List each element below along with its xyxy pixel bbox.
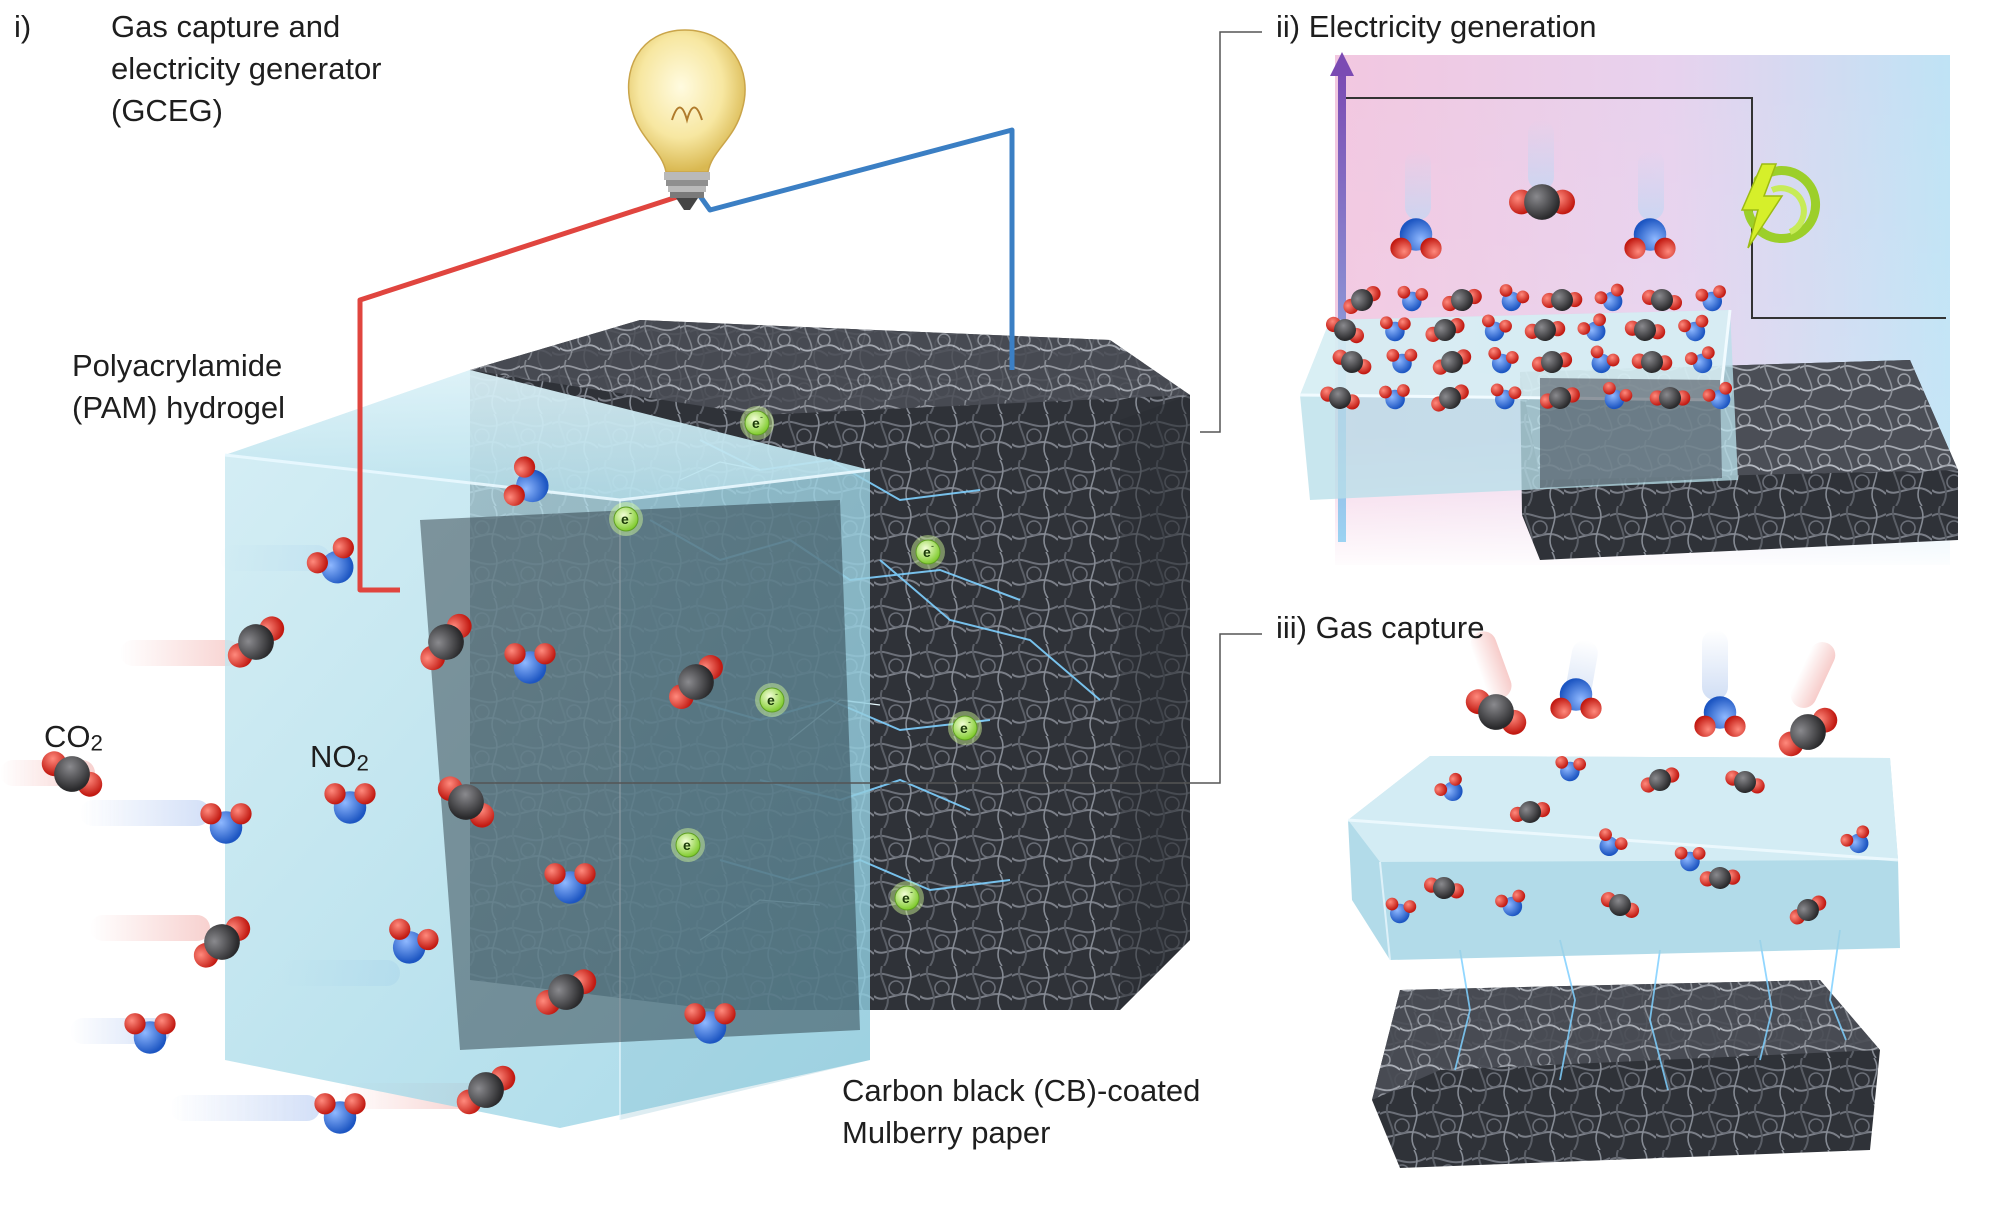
electron-icon: e-: [609, 502, 643, 536]
leader-line-iii: [470, 633, 1262, 784]
electron-charge: -: [760, 412, 763, 422]
electron-symbol: e: [752, 415, 760, 431]
no2-subscript: 2: [356, 750, 369, 776]
panel-iii-title: iii) Gas capture: [1276, 610, 1485, 645]
electron-charge: -: [775, 689, 778, 699]
electron-symbol: e: [621, 511, 629, 527]
panel-i-title-line: (GCEG): [111, 93, 223, 128]
panel-ii-illustration: [1299, 52, 1958, 565]
electrons: e-e-e-e-e-e-e-: [609, 406, 982, 915]
negative-wire: [697, 127, 1015, 370]
up-arrow-icon: [1330, 52, 1354, 76]
no2-text: NO: [310, 739, 357, 774]
panel-iii-illustration: [1347, 630, 1900, 1168]
hydrogel-block: [224, 370, 871, 1128]
electron-charge: -: [968, 717, 971, 727]
carbon-paper-label: Carbon black (CB)-coated Mulberry paper: [842, 1070, 1200, 1154]
panel-i-title-line: Gas capture and: [111, 9, 341, 44]
electron-symbol: e: [923, 544, 931, 560]
carbon-paper-label-line: Carbon black (CB)-coated: [842, 1073, 1201, 1108]
electron-charge: -: [910, 887, 913, 897]
light-bulb-icon: [627, 29, 746, 210]
electron-charge: -: [931, 541, 934, 551]
carbon-paper-label-line: Mulberry paper: [842, 1115, 1051, 1150]
lightning-icon: [1740, 163, 1821, 249]
hydrogel-label-line: (PAM) hydrogel: [72, 390, 286, 425]
co2-text: CO: [44, 719, 91, 754]
panel-i-label: i): [14, 9, 32, 44]
circuit-wires: [357, 127, 1015, 593]
electron-symbol: e: [683, 837, 691, 853]
positive-wire: [357, 193, 681, 593]
electron-icon: e-: [671, 828, 705, 862]
electron-charge: -: [629, 508, 632, 518]
panel-i-title-line: electricity generator: [111, 51, 382, 86]
electron-symbol: e: [767, 692, 775, 708]
electron-icon: e-: [755, 683, 789, 717]
panel-i-illustration: e-e-e-e-e-e-e-: [0, 29, 1262, 1134]
electron-icon: e-: [948, 711, 982, 745]
hydrogel-label-line: Polyacrylamide: [72, 348, 283, 383]
panel-i-title: Gas capture and electricity generator (G…: [111, 6, 382, 132]
no2-label: NO2: [310, 736, 369, 784]
electron-icon: e-: [740, 406, 774, 440]
co2-subscript: 2: [90, 730, 103, 756]
hydrogel-label: Polyacrylamide (PAM) hydrogel: [72, 345, 285, 429]
panel-ii-title: ii) Electricity generation: [1276, 9, 1597, 44]
electron-charge: -: [691, 834, 694, 844]
electron-icon: e-: [911, 535, 945, 569]
leader-line-ii: [1200, 31, 1262, 433]
electron-symbol: e: [902, 890, 910, 906]
co2-label: CO2: [44, 716, 103, 764]
electron-icon: e-: [890, 881, 924, 915]
electron-symbol: e: [960, 720, 968, 736]
